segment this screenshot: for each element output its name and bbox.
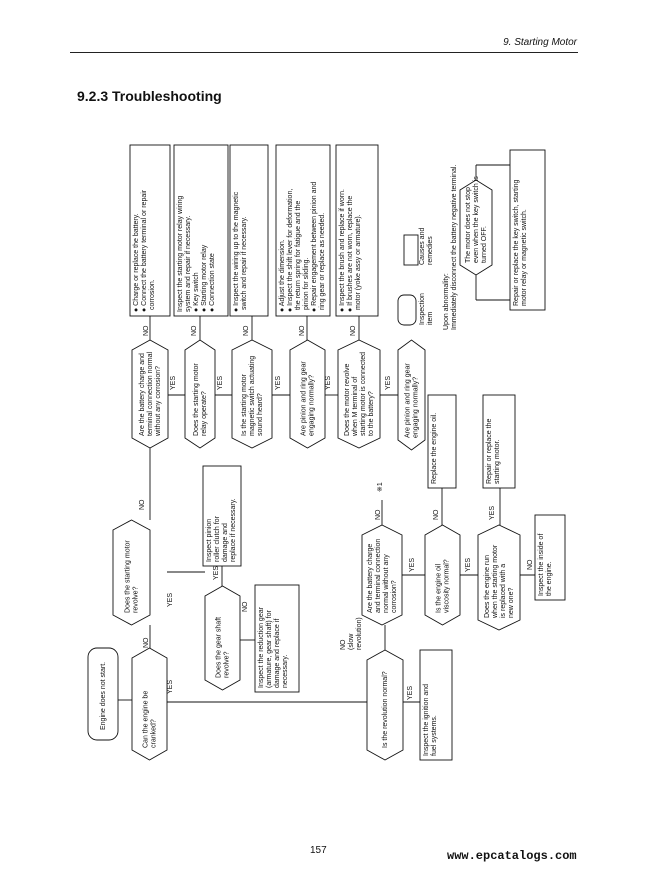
q-magnetic-text: Is the starting motormagnetic switch act…: [241, 356, 264, 436]
q-battery2-text: Are the battery chargeand terminal conne…: [367, 539, 398, 613]
header-section-title: 9. Starting Motor: [503, 37, 577, 48]
a-pinion-text: ● Adjust the dimension.● Inspect the shi…: [279, 182, 326, 312]
q-cranked-text: Can the engine becranked?: [143, 691, 158, 748]
a-repair-motor-box: [482, 394, 516, 489]
a-relay-box: [173, 144, 229, 317]
label-relay-yes: YES: [217, 376, 224, 390]
a-brush-text: ● Inspect the brush and replace if worn.…: [339, 189, 362, 312]
a-brush-box: [335, 144, 379, 317]
start-box-text: Engine does not start.: [100, 662, 107, 730]
q-relay-text: Does the starting motorrelay operate?: [193, 363, 208, 436]
a-battery1-text: ● Charge or replace the battery.● Connec…: [133, 189, 156, 312]
a-ignition-box: [419, 649, 453, 761]
q-m-terminal-text: Does the motor revolvewhen M terminal of…: [344, 352, 375, 437]
a-key-switch-text: Repair or replace the key switch, starti…: [513, 179, 528, 306]
label-cranked-yes: YES: [167, 680, 174, 694]
q-oil-text: Is the engine oilviscosity normal?: [436, 559, 451, 613]
note-text: Upon abnormality:Immediately disconnect …: [443, 165, 458, 330]
a-ignition-text: Inspect the ignition andfuel systems.: [423, 684, 438, 756]
label-gear-no: NO: [242, 601, 249, 612]
a-reduction-gear-text: Inspect the reduction gear(armature, gea…: [258, 606, 289, 688]
label-oil-no: NO: [433, 509, 440, 520]
q-oil-diamond: [424, 524, 461, 626]
label-m-terminal-no: NO: [350, 325, 357, 336]
label-pinion-no: NO: [299, 325, 306, 336]
label-revolve-yes: YES: [167, 593, 174, 607]
label-battery2-yes: YES: [409, 558, 416, 572]
q-relay-diamond: [184, 339, 216, 449]
q-replace-motor-diamond: [477, 524, 521, 631]
a-magnetic-box: [229, 144, 269, 317]
label-gear-yes: YES: [213, 566, 220, 580]
a-pinion-clutch-box: [202, 465, 242, 567]
label-battery1-no: NO: [143, 325, 150, 336]
legend-causes-symbol: [403, 234, 419, 266]
label-m-terminal-yes: YES: [385, 376, 392, 390]
a-oil-text: Replace the engine oil.: [431, 413, 438, 484]
legend-inspection-symbol: [397, 294, 417, 326]
label-no-slow: NO(slowrevolution): [340, 617, 363, 650]
legend-inspection-text: Inspectionitem: [419, 293, 434, 325]
label-magnetic-yes: YES: [275, 376, 282, 390]
a-pinion-clutch-text: Inspect pinionroller clutch fordamage an…: [206, 498, 237, 562]
a-relay-text: Inspect the starting motor relay wirings…: [177, 196, 216, 312]
q-pinion-text: Are pinion and ring gearengaging normall…: [301, 361, 316, 436]
q-key-off-text: The motor does not stopeven when the key…: [465, 176, 488, 263]
start-box-box: [87, 647, 119, 741]
q-replace-motor-text: Does the engine runwhen the starting mot…: [484, 544, 515, 619]
label-relay-no: NO: [191, 325, 198, 336]
a-inside-engine-box: [534, 514, 566, 601]
label-pinion-yes: YES: [325, 376, 332, 390]
q-pinion2-diamond: [397, 339, 426, 451]
q-pinion-diamond: [289, 339, 326, 449]
q-gear-shaft-diamond: [204, 585, 241, 691]
a-key-switch-box: [509, 149, 546, 311]
page-title: 9.2.3 Troubleshooting: [77, 88, 222, 104]
label-revolve-no: NO: [139, 499, 146, 510]
a-magnetic-text: ● Inspect the wiring up to the magnetic …: [233, 191, 248, 312]
label-replace-yes: YES: [489, 506, 496, 520]
header-rule: [70, 52, 578, 53]
label-replace-no: NO: [527, 559, 534, 570]
label-magnetic-no: NO: [243, 325, 250, 336]
a-oil-box: [427, 394, 457, 489]
label-oil-yes: YES: [465, 558, 472, 572]
q-revolution-text: Is the revolution normal?: [382, 671, 389, 748]
q-pinion2-text: Are pinion and ring gearengaging normall…: [405, 363, 420, 438]
label-revolution-yes: YES: [407, 686, 414, 700]
q-gear-shaft-text: Does the gear shaftrevolve?: [216, 617, 231, 678]
a-reduction-gear-box: [254, 584, 300, 693]
legend-causes-text: Causes andremedies: [419, 228, 434, 265]
label-battery1-yes: YES: [170, 376, 177, 390]
label-cranked-no: NO: [143, 637, 150, 648]
label-battery2-no: NO: [375, 509, 382, 520]
q-revolve-text: Does the starting motorrevolve?: [125, 540, 140, 613]
watermark: www.epcatalogs.com: [447, 849, 577, 863]
q-cranked-diamond: [131, 647, 168, 761]
a-pinion-box: [275, 144, 331, 317]
a-battery1-box: [129, 144, 171, 317]
a-repair-motor-text: Repair or replace thestarting motor.: [486, 419, 501, 484]
page-number: 157: [310, 845, 327, 856]
q-battery1-text: Are the battery charge andterminal conne…: [139, 352, 162, 437]
mark-1: ※1: [377, 482, 384, 492]
q-revolve-diamond: [112, 519, 151, 626]
a-inside-engine-text: Inspect the inside ofthe engine.: [538, 534, 553, 596]
